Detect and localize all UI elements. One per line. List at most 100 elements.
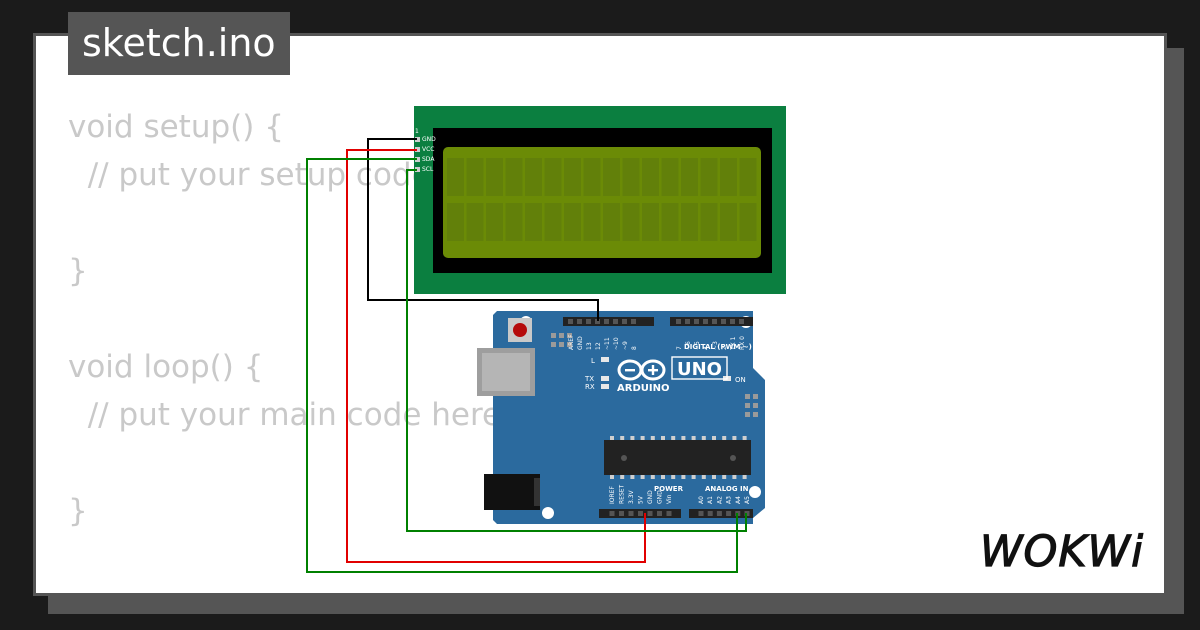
power-pin[interactable] [609, 511, 615, 516]
lcd-cell [681, 203, 698, 241]
lcd-pin-vcc-label: VCC [422, 146, 434, 153]
lcd-pin[interactable] [415, 167, 420, 172]
digital-pin[interactable] [595, 319, 600, 324]
digital-pin-label: 7 [676, 346, 683, 350]
lcd-cell [447, 158, 464, 196]
analog-pin-label: A4 [735, 496, 742, 504]
lcd-cell [447, 203, 464, 241]
code-line: void loop() { [68, 349, 264, 385]
chip-pin [712, 475, 716, 479]
power-pin-label: 5V [638, 495, 645, 504]
icsp-pin [745, 412, 750, 417]
file-tab[interactable]: sketch.ino [68, 12, 290, 75]
lcd-pin[interactable] [415, 157, 420, 162]
digital-pin[interactable] [586, 319, 591, 324]
lcd-cell [603, 203, 620, 241]
digital-pin[interactable] [676, 319, 681, 324]
lcd-cell [622, 158, 640, 196]
lcd-display[interactable]: 1 GND VCC SDA SCL [414, 106, 786, 294]
icsp-pin [567, 342, 572, 347]
power-pin[interactable] [657, 511, 662, 516]
analog-pin[interactable] [726, 511, 732, 516]
digital-pin[interactable] [604, 319, 609, 324]
chip-pin [661, 475, 665, 479]
mount-hole [542, 507, 554, 519]
led-on-label: ON [735, 376, 746, 384]
uno-label: UNO [677, 359, 722, 380]
analog-pin[interactable] [698, 511, 704, 516]
mount-hole [749, 486, 761, 498]
digital-pin[interactable] [685, 319, 690, 324]
analog-pin-label: A5 [744, 496, 751, 504]
chip-pin [701, 436, 706, 440]
lcd-cell [700, 203, 718, 241]
digital-pin[interactable] [631, 319, 636, 324]
icsp-pin [753, 403, 758, 408]
digital-pin-label: ~5 [694, 341, 701, 350]
icsp-header [551, 333, 572, 347]
digital-pin[interactable] [577, 319, 582, 324]
digital-pin[interactable] [712, 319, 717, 324]
chip-pins [610, 436, 747, 479]
chip-dot [730, 455, 736, 461]
icsp-pin [551, 342, 556, 347]
usb-port-inner [482, 353, 530, 391]
digital-pin[interactable] [721, 319, 726, 324]
code-line: void setup() { [68, 109, 284, 145]
lcd-pin[interactable] [415, 147, 420, 152]
lcd-pin[interactable] [415, 137, 420, 142]
chip-pin [610, 436, 614, 440]
icsp-header-right [745, 394, 758, 417]
arduino-brand-label: ARDUINO [617, 383, 669, 394]
icsp-pin [745, 403, 750, 408]
digital-pin[interactable] [613, 319, 618, 324]
analog-pin[interactable] [707, 511, 713, 516]
digital-pin-label: 8 [631, 346, 638, 350]
digital-pin-label: ~10 [613, 337, 620, 350]
icsp-pin [753, 412, 758, 417]
wire-vcc[interactable] [346, 149, 646, 563]
digital-pin-label: GND [577, 336, 584, 350]
digital-pin-label: ~11 [604, 337, 611, 350]
analog-pin-label: A2 [716, 496, 723, 504]
chip-pin [671, 436, 676, 440]
power-pin[interactable] [628, 511, 634, 516]
lcd-cell [544, 158, 562, 196]
chip-pin [691, 436, 696, 440]
lcd-cell [466, 203, 484, 241]
chip-pin [742, 475, 747, 479]
power-pin-label: 3.3V [628, 489, 635, 504]
lcd-cell [525, 203, 542, 241]
chip-pin [732, 475, 737, 479]
digital-pin[interactable] [703, 319, 708, 324]
digital-pin[interactable] [694, 319, 699, 324]
analog-pin[interactable] [716, 511, 722, 516]
analog-pin-label: A1 [707, 496, 714, 504]
lcd-character-grid [447, 158, 757, 241]
lcd-cell [642, 203, 659, 241]
digital-pin[interactable] [568, 319, 573, 324]
lcd-pin-sda-label: SDA [422, 156, 435, 163]
digital-pin[interactable] [622, 319, 627, 324]
power-pin[interactable] [666, 511, 672, 516]
digital-pin-label: ~9 [622, 341, 629, 350]
wire-gnd[interactable] [367, 138, 599, 321]
icsp-pin [559, 342, 564, 347]
wire-sda[interactable] [306, 158, 738, 573]
power-pin[interactable] [647, 511, 653, 516]
power-pin[interactable] [638, 511, 643, 516]
digital-header [670, 317, 753, 326]
digital-pin-label: AREF [568, 334, 575, 350]
power-pin-label: IOREF [609, 486, 616, 504]
wire-scl[interactable] [406, 169, 747, 532]
power-pin[interactable] [619, 511, 624, 516]
power-pin-label: GND [657, 490, 664, 504]
chip-pin [620, 475, 625, 479]
digital-pin[interactable] [739, 319, 744, 324]
lcd-pin-gnd-label: GND [422, 136, 436, 143]
reset-button-cap[interactable] [513, 323, 527, 337]
digital-pin[interactable] [730, 319, 735, 324]
